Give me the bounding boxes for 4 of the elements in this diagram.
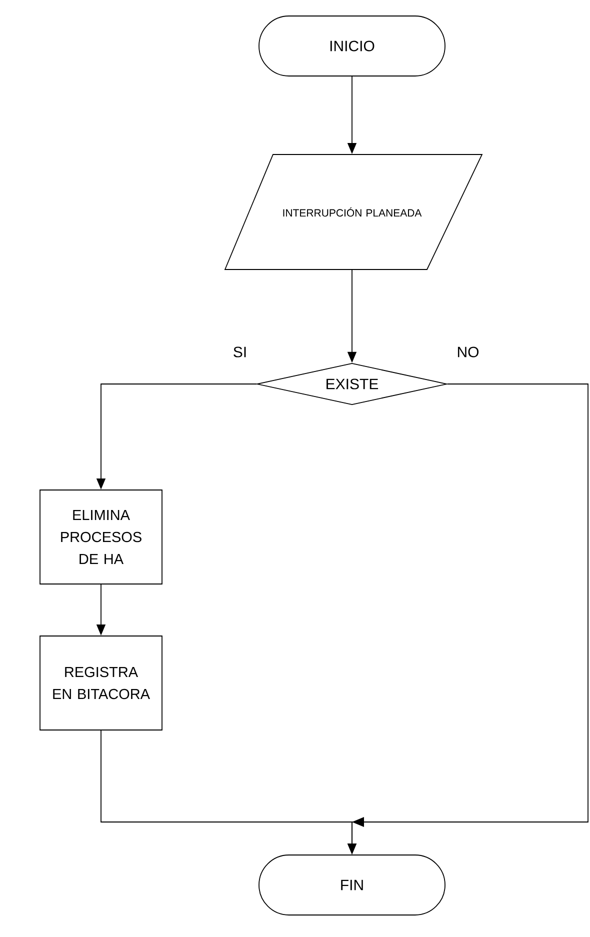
edge-label: NO xyxy=(454,344,482,360)
process-box: ELIMINA PROCESOS DE HA xyxy=(40,490,162,584)
process-box: REGISTRA EN BITACORA xyxy=(40,636,162,730)
edge-label: SI xyxy=(230,344,250,360)
